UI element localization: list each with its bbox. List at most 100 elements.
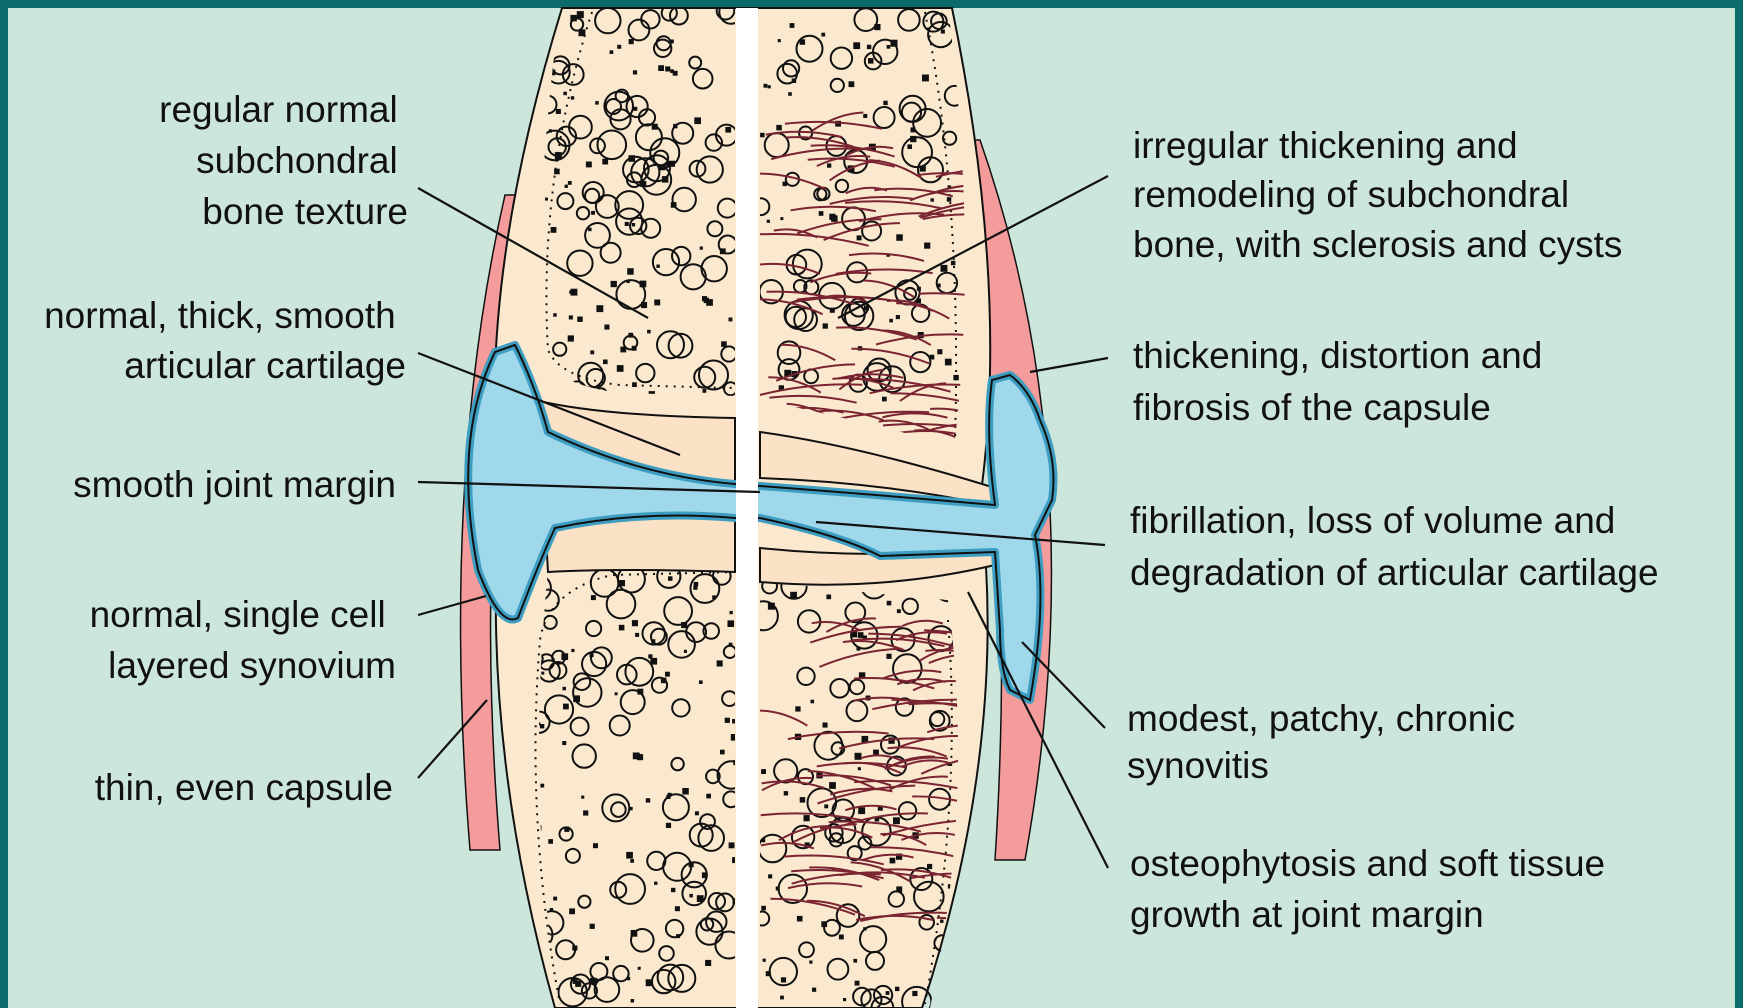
bone-speck bbox=[916, 299, 921, 304]
bone-speck bbox=[571, 649, 574, 652]
bone-speck bbox=[804, 815, 810, 821]
bone-speck bbox=[551, 227, 557, 233]
bone-speck bbox=[891, 40, 898, 47]
bone-speck bbox=[661, 678, 667, 684]
bone-speck bbox=[670, 69, 674, 73]
bone-speck bbox=[647, 330, 651, 334]
label-line: irregular thickening and bbox=[1133, 125, 1518, 166]
bone-speck bbox=[764, 84, 768, 88]
bone-speck bbox=[831, 215, 838, 222]
label-thin-capsule: thin, even capsule bbox=[95, 767, 393, 808]
bone-speck bbox=[590, 350, 594, 354]
bone-speck bbox=[829, 782, 836, 789]
bone-speck bbox=[768, 85, 771, 88]
bone-speck bbox=[577, 317, 582, 322]
label-smooth-joint-margin: smooth joint margin bbox=[73, 464, 396, 505]
bone-speck bbox=[941, 30, 945, 34]
bone-speck bbox=[562, 741, 566, 745]
bone-speck bbox=[646, 798, 650, 802]
bone-speck bbox=[658, 65, 664, 71]
bone-speck bbox=[704, 298, 709, 303]
bone-speck bbox=[632, 382, 637, 387]
bone-speck bbox=[549, 129, 552, 132]
bone-speck bbox=[931, 198, 934, 201]
bone-speck bbox=[790, 23, 795, 28]
bone-speck bbox=[699, 680, 703, 684]
bone-speck bbox=[590, 924, 595, 929]
bone-speck bbox=[940, 920, 943, 923]
bone-speck bbox=[703, 389, 707, 393]
bone-speck bbox=[630, 859, 634, 863]
label-line: degradation of articular cartilage bbox=[1130, 552, 1659, 593]
label-line: thickening, distortion and bbox=[1133, 335, 1542, 376]
label-line: thin, even capsule bbox=[95, 767, 393, 808]
bone-speck bbox=[541, 672, 544, 675]
bone-speck bbox=[638, 967, 641, 970]
label-line: normal, single cell bbox=[90, 594, 386, 635]
label-line: articular cartilage bbox=[124, 345, 406, 386]
bone-speck bbox=[633, 70, 637, 74]
bone-speck bbox=[763, 959, 766, 962]
bone-speck bbox=[811, 700, 815, 704]
bone-speck bbox=[633, 753, 640, 760]
label-line: fibrillation, loss of volume and bbox=[1130, 500, 1615, 541]
bone-speck bbox=[809, 961, 812, 964]
bone-speck bbox=[761, 906, 766, 911]
bone-speck bbox=[945, 359, 952, 366]
bone-speck bbox=[706, 794, 711, 799]
bone-speck bbox=[586, 162, 592, 168]
bone-speck bbox=[867, 45, 871, 49]
bone-speck bbox=[591, 211, 595, 215]
bone-speck bbox=[907, 144, 912, 149]
bone-speck bbox=[684, 650, 687, 653]
bone-speck bbox=[922, 75, 929, 82]
bone-speck bbox=[821, 33, 825, 37]
bone-speck bbox=[665, 163, 668, 166]
bone-speck bbox=[629, 39, 634, 44]
bone-speck bbox=[800, 39, 806, 45]
bone-speck bbox=[563, 687, 567, 691]
bone-speck bbox=[610, 50, 614, 54]
bone-speck bbox=[605, 956, 609, 960]
bone-speck bbox=[689, 862, 694, 867]
bone-speck bbox=[596, 305, 603, 312]
bone-speck bbox=[941, 265, 948, 272]
bone-speck bbox=[858, 632, 864, 638]
bone-speck bbox=[729, 318, 733, 322]
bone-speck bbox=[947, 197, 952, 202]
bone-speck bbox=[689, 894, 693, 898]
bone-speck bbox=[675, 906, 680, 911]
bone-speck bbox=[561, 653, 568, 660]
bone-speck bbox=[730, 611, 733, 614]
bone-speck bbox=[662, 176, 669, 183]
bone-speck bbox=[768, 874, 772, 878]
bone-speck bbox=[795, 706, 800, 711]
bone-speck bbox=[540, 784, 544, 788]
bone-speck bbox=[556, 109, 561, 114]
bone-speck bbox=[843, 998, 846, 1001]
bone-speck bbox=[632, 620, 638, 626]
bone-speck bbox=[729, 643, 733, 647]
bone-speck bbox=[729, 842, 735, 848]
bone-speck bbox=[668, 576, 673, 581]
bone-speck bbox=[883, 101, 887, 105]
bone-speck bbox=[849, 81, 855, 87]
bone-speck bbox=[893, 817, 900, 824]
bone-speck bbox=[886, 654, 891, 659]
bone-speck bbox=[896, 315, 900, 319]
label-line: fibrosis of the capsule bbox=[1133, 387, 1491, 428]
bone-speck bbox=[855, 981, 860, 986]
bone-speck bbox=[910, 136, 916, 142]
bone-speck bbox=[853, 42, 860, 49]
bone-speck bbox=[629, 155, 636, 162]
label-line: subchondral bbox=[196, 140, 398, 181]
bone-speck bbox=[627, 268, 634, 275]
bone-speck bbox=[780, 217, 783, 220]
bone-speck bbox=[695, 811, 699, 815]
bone-speck bbox=[937, 349, 942, 354]
bone-speck bbox=[540, 724, 544, 728]
bone-speck bbox=[665, 672, 670, 677]
bone-speck bbox=[920, 166, 926, 172]
bone-speck bbox=[897, 609, 901, 613]
bone-speck bbox=[895, 987, 899, 991]
